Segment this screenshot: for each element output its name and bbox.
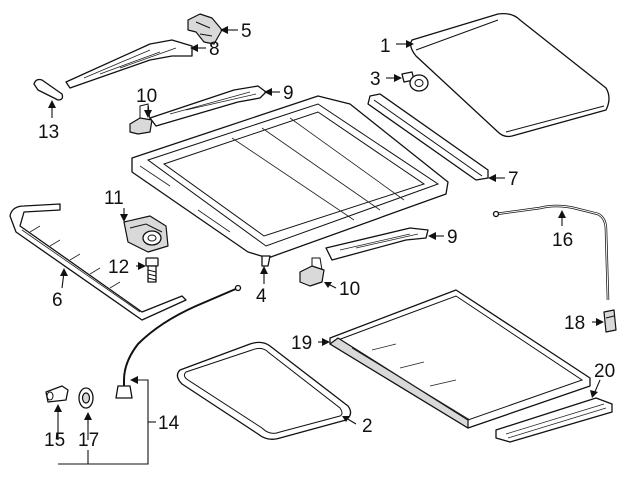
part-17-plug[interactable]	[78, 387, 94, 409]
callout-6: 6	[52, 290, 63, 311]
part-20-seal-strip[interactable]	[495, 397, 613, 443]
callout-11: 11	[104, 188, 124, 209]
part-18-connector[interactable]	[603, 309, 617, 333]
part-11-motor[interactable]	[123, 215, 169, 253]
part-2-glass-seal[interactable]	[176, 341, 352, 440]
part-6-deflector-assembly[interactable]	[9, 203, 187, 321]
part-9-guide-lower[interactable]	[325, 227, 429, 261]
callout-17: 17	[78, 430, 99, 451]
callout-1: 1	[380, 36, 391, 57]
callout-7: 7	[508, 169, 519, 190]
callout-15: 15	[44, 430, 65, 451]
part-13-rod[interactable]	[33, 78, 64, 101]
part-14-cable[interactable]	[115, 284, 242, 399]
part-10-clip-upper[interactable]	[129, 103, 153, 135]
callout-9-upper: 9	[283, 83, 294, 104]
callout-4: 4	[256, 286, 267, 307]
callout-8: 8	[209, 39, 220, 60]
part-8-deflector-arm[interactable]	[65, 39, 193, 89]
part-16-drain-hose[interactable]	[492, 204, 610, 301]
callout-20: 20	[594, 361, 615, 382]
part-4-frame[interactable]	[131, 95, 449, 267]
callout-14: 14	[158, 413, 180, 434]
callout-5: 5	[241, 21, 252, 42]
callout-12: 12	[108, 257, 129, 278]
callout-18: 18	[564, 313, 585, 334]
callout-16: 16	[552, 230, 573, 251]
callout-9-lower: 9	[447, 227, 458, 248]
callout-10-lower: 10	[339, 279, 360, 300]
part-5-bracket[interactable]	[187, 13, 223, 45]
part-10-clip-lower[interactable]	[299, 257, 325, 287]
part-3-screw[interactable]	[401, 71, 429, 92]
part-9-guide-upper[interactable]	[149, 85, 267, 127]
callout-2: 2	[362, 416, 373, 437]
part-19-sunshade[interactable]	[329, 289, 591, 429]
part-12-bolt[interactable]	[145, 257, 159, 283]
callout-19: 19	[291, 333, 312, 354]
leader-lines	[48, 26, 604, 465]
callout-labels: 1 2 3 4 5 6 7 8 9 9 10 10 11 12 13 14 15…	[38, 21, 615, 451]
callout-13: 13	[38, 122, 59, 143]
callout-10-upper: 10	[136, 86, 157, 107]
part-1-glass-panel[interactable]	[410, 12, 610, 138]
part-15-grommet[interactable]	[45, 385, 69, 403]
callout-3: 3	[370, 69, 381, 90]
